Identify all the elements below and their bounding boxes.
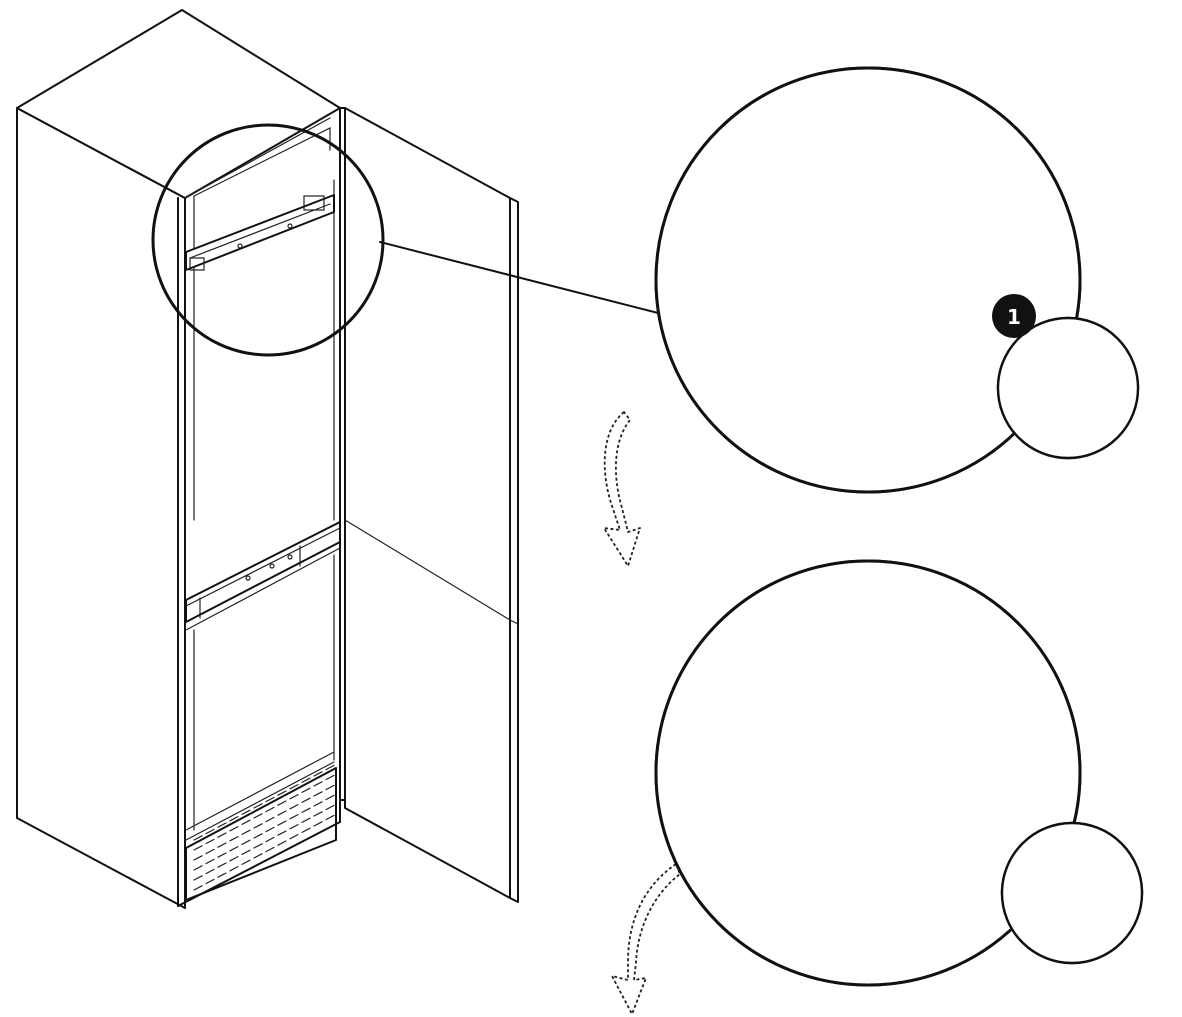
grille-slat xyxy=(289,793,299,800)
grille-slat xyxy=(253,853,263,859)
curved-arrow-down-1 xyxy=(603,411,641,567)
grille-slat xyxy=(253,813,263,819)
grille-slat xyxy=(193,845,203,851)
grille-slat xyxy=(289,783,299,790)
grille-slat xyxy=(205,858,215,865)
grille-slat xyxy=(265,806,275,813)
grille-slat xyxy=(289,803,299,810)
grille-slat xyxy=(289,833,299,840)
grille-slat xyxy=(277,800,287,806)
grille-slat xyxy=(277,830,287,836)
grille-slat xyxy=(277,840,287,846)
grille-slat xyxy=(241,859,251,866)
grille-slat xyxy=(313,821,323,827)
grille-slat xyxy=(241,809,251,816)
grille-slat xyxy=(241,829,251,836)
grille-slat xyxy=(301,797,311,804)
grille-slat xyxy=(253,833,263,839)
grille-slat xyxy=(301,777,311,784)
grille-slat xyxy=(265,816,275,823)
cabinet-left-side xyxy=(16,107,186,909)
grille-slat xyxy=(217,822,227,828)
grille-slat xyxy=(325,804,335,811)
step-number: 1 xyxy=(1007,305,1021,329)
curved-arrow-down-2 xyxy=(611,863,681,1015)
grille-slat xyxy=(229,855,239,862)
grille-slat xyxy=(205,838,215,845)
middle-divider-rail xyxy=(185,521,341,623)
grille-slat xyxy=(289,813,299,820)
grille-slat xyxy=(193,865,203,871)
cabinet-door xyxy=(344,107,519,903)
grille-slat xyxy=(325,784,335,791)
grille-slat xyxy=(277,810,287,816)
ventilation-grille xyxy=(185,764,337,901)
grille-slat xyxy=(265,836,275,843)
grille-slat xyxy=(277,790,287,796)
grille-slat xyxy=(241,839,251,846)
grille-slat xyxy=(253,823,263,829)
grille-slat xyxy=(205,868,215,875)
grille-slat xyxy=(277,820,287,826)
kitchen-cabinet xyxy=(16,9,346,909)
grille-slat xyxy=(301,807,311,814)
grille-slat xyxy=(217,842,227,848)
part-detail-clip xyxy=(996,316,1140,460)
grille-slat xyxy=(313,791,323,797)
grille-slat xyxy=(313,811,323,817)
grille-slat xyxy=(253,843,263,849)
grille-slat xyxy=(193,835,203,841)
grille-slat xyxy=(205,878,215,885)
grille-slat xyxy=(241,819,251,826)
grille-slat xyxy=(241,849,251,856)
grille-slat xyxy=(313,801,323,807)
grille-slat xyxy=(325,764,335,771)
detail-callout-ring xyxy=(151,123,385,357)
upper-mounting-rail xyxy=(185,194,335,271)
grille-slat xyxy=(325,794,335,801)
grille-slat xyxy=(217,832,227,838)
grille-slat xyxy=(229,815,239,822)
grille-slat xyxy=(253,803,263,809)
grille-slat xyxy=(325,774,335,781)
grille-slat xyxy=(265,846,275,853)
grille-slat xyxy=(193,875,203,881)
grille-slat xyxy=(313,781,323,787)
grille-slat xyxy=(301,827,311,834)
grille-slat xyxy=(193,885,203,891)
grille-slat xyxy=(301,817,311,824)
grille-slat xyxy=(265,826,275,833)
grille-slat xyxy=(301,787,311,794)
grille-slat xyxy=(217,862,227,868)
grille-slat xyxy=(205,848,215,855)
grille-slat xyxy=(193,855,203,861)
grille-slat xyxy=(289,823,299,830)
grille-slat xyxy=(229,865,239,872)
grille-slat xyxy=(313,771,323,777)
grille-slat xyxy=(265,796,275,803)
grille-slat xyxy=(229,835,239,842)
door-panel xyxy=(344,107,511,899)
grille-slat xyxy=(217,852,227,858)
grille-slat xyxy=(205,828,215,835)
grille-slat xyxy=(229,845,239,852)
grille-slat xyxy=(229,825,239,832)
grille-slat xyxy=(325,814,335,821)
step-badge: 1 xyxy=(992,294,1036,338)
part-detail-cover xyxy=(1000,821,1144,965)
detail-leader-line xyxy=(379,241,663,315)
grille-slat xyxy=(217,872,227,878)
